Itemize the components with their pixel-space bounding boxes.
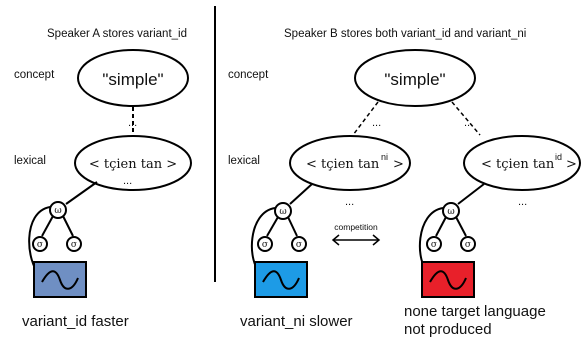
competition-label: competition bbox=[334, 222, 378, 232]
sigma-node-b-id-2 bbox=[460, 236, 476, 252]
concept-link-b-id bbox=[451, 101, 481, 136]
output-label-b-ni: variant_ni slower bbox=[240, 313, 353, 330]
tree-branch-a-l bbox=[41, 215, 54, 237]
sigma-node-a-2 bbox=[66, 236, 82, 252]
lexical-node-b-id bbox=[463, 135, 581, 191]
concept-node-b bbox=[354, 49, 476, 107]
omega-label-a: ω bbox=[54, 206, 61, 216]
lexical-link-b-ni bbox=[289, 183, 313, 205]
sigma-label-b-ni-1: σ bbox=[262, 240, 268, 250]
lexical-link-a-1 bbox=[65, 181, 98, 205]
sigma-label-b-id-2: σ bbox=[465, 240, 471, 250]
omega-node-b-id bbox=[442, 202, 460, 220]
ellipsis-b-top-left: ... bbox=[372, 117, 381, 129]
speaker-a-header: Speaker A stores variant_id bbox=[47, 28, 187, 40]
concept-label-b: concept bbox=[228, 69, 269, 81]
omega-label-b-ni: ω bbox=[279, 207, 286, 217]
lexical-node-b-ni bbox=[289, 135, 411, 191]
lexical-label-a: lexical bbox=[14, 155, 46, 167]
lexical-sup-ni: ni bbox=[381, 152, 388, 162]
speaker-b-header: Speaker B stores both variant_id and var… bbox=[284, 28, 526, 40]
ellipsis-a-bottom: ... bbox=[123, 175, 132, 187]
tree-branch-a-r bbox=[62, 215, 74, 237]
tree-branch-b-ni-r bbox=[287, 216, 298, 237]
sigma-node-b-ni-2 bbox=[291, 236, 307, 252]
concept-word-a: "simple" bbox=[102, 70, 163, 89]
ellipsis-b-ni-bottom: ... bbox=[345, 196, 354, 208]
output-label-b-none-1: none target language bbox=[404, 303, 546, 320]
competition-arrowhead-left bbox=[331, 234, 340, 246]
sigma-label-b-ni-2: σ bbox=[296, 240, 302, 250]
lexical-label-b: lexical bbox=[228, 155, 260, 167]
omega-node-b-ni bbox=[274, 202, 292, 220]
sigma-node-b-id-1 bbox=[426, 236, 442, 252]
sigma-label-a-1: σ bbox=[37, 240, 43, 250]
tree-branch-b-id-l bbox=[435, 216, 447, 237]
lexical-sup-id: id bbox=[555, 152, 562, 162]
lexical-close-ni: > bbox=[393, 157, 404, 172]
sigma-label-b-id-1: σ bbox=[431, 240, 437, 250]
competition-arrowhead-right bbox=[372, 234, 381, 246]
omega-node-a bbox=[49, 201, 67, 219]
sigma-label-a-2: σ bbox=[71, 240, 77, 250]
concept-word-b: "simple" bbox=[384, 70, 445, 89]
waveform-b-none bbox=[429, 270, 467, 290]
sigma-node-a-1 bbox=[32, 236, 48, 252]
lexical-form-b-ni: < tçien tan bbox=[306, 157, 380, 172]
tree-branch-b-ni-l bbox=[266, 216, 279, 237]
output-label-a: variant_id faster bbox=[22, 313, 129, 330]
concept-node-a bbox=[77, 49, 189, 107]
tree-branch-b-id-r bbox=[455, 216, 467, 237]
concept-label-a: concept bbox=[14, 69, 55, 81]
lexical-close-id: > bbox=[566, 157, 577, 172]
output-label-b-none-2: not produced bbox=[404, 321, 492, 338]
omega-label-b-id: ω bbox=[447, 207, 454, 217]
lexical-node-a bbox=[74, 135, 192, 191]
waveform-a bbox=[41, 270, 79, 290]
lexical-link-b-id bbox=[457, 183, 485, 205]
waveform-b-ni bbox=[262, 270, 300, 290]
lexical-form-b-id: < tçien tan bbox=[481, 157, 555, 172]
ellipsis-b-top-right: ... bbox=[464, 117, 473, 129]
lexical-form-a: < tçien tan > bbox=[89, 157, 177, 172]
ellipsis-b-id-bottom: ... bbox=[518, 196, 527, 208]
sigma-node-b-ni-1 bbox=[257, 236, 273, 252]
ellipsis-a-top: ... bbox=[128, 117, 137, 129]
